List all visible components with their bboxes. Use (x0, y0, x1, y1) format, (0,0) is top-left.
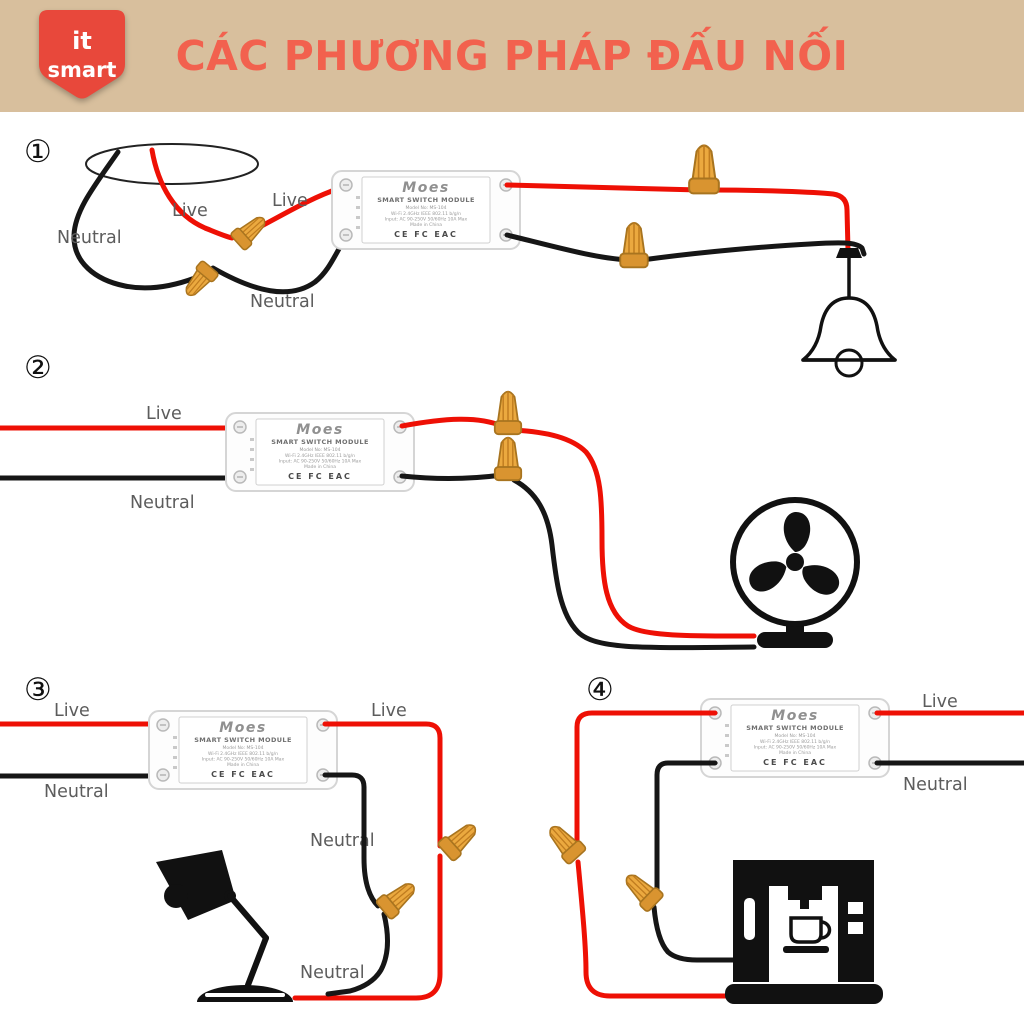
label-live: Live (146, 404, 182, 424)
neutral-wire-module-to-nut (504, 232, 631, 263)
neutral-wire-to-lamp (325, 911, 390, 997)
wire-nut (436, 816, 484, 863)
diagram-1-number: ① (24, 134, 52, 170)
smart-switch-module (225, 412, 415, 492)
live-wire-ceiling (149, 147, 235, 241)
diagram-4-number: ④ (586, 672, 614, 708)
header-banner: it smart CÁC PHƯƠNG PHÁP ĐẤU NỐI (0, 0, 1024, 112)
fan-icon (730, 497, 860, 648)
pendant-lamp-icon (801, 248, 897, 378)
neutral-wire-ceiling (71, 149, 198, 291)
diagram-4: ④ Live Neutral (541, 672, 1024, 1004)
label-live-in: Live (172, 201, 208, 221)
label-neutral: Neutral (903, 775, 968, 795)
live-wire-module-down (574, 710, 718, 853)
label-live: Live (922, 692, 958, 712)
live-wire-module-down (322, 721, 443, 849)
itsmart-logo: it smart (39, 10, 125, 99)
label-live-out: Live (371, 701, 407, 721)
wire-nut (229, 209, 273, 252)
label-live-out: Live (272, 191, 308, 211)
wire-nut (541, 818, 588, 866)
neutral-wire-to-module (210, 234, 349, 295)
smart-switch-module (331, 170, 521, 250)
logo-text-it: it (72, 27, 92, 55)
diagram-2-number: ② (24, 350, 52, 386)
label-neutral-out: Neutral (250, 292, 315, 312)
label-live-in: Live (54, 701, 90, 721)
label-neutral-in: Neutral (57, 228, 122, 248)
diagram-2: ② Live Neutral (0, 350, 860, 651)
neutral-wire-nut-to-fan (511, 477, 757, 651)
live-wire-to-lamp (292, 853, 443, 1001)
live-wire-nut-to-lamp (707, 187, 851, 253)
wire-nut (619, 221, 649, 269)
wire-nut (688, 143, 720, 195)
neutral-wire-module-to-nut (399, 472, 505, 482)
wire-nut (493, 436, 523, 482)
live-wire-nut-to-fan (511, 427, 757, 639)
neutral-wire-to-appliance (651, 904, 736, 963)
smart-switch-module (700, 698, 890, 778)
wire-nut (493, 390, 523, 436)
logo-text-smart: smart (48, 58, 117, 82)
neutral-wire-module-down (654, 760, 718, 900)
live-wire-module-to-nut (399, 416, 505, 429)
desk-lamp-icon (156, 850, 293, 1002)
live-wire-module-to-nut (504, 182, 703, 193)
diagram-1: ① Live Live Neutral Neutral (24, 134, 897, 378)
smart-switch-module (148, 710, 338, 790)
label-neutral: Neutral (130, 493, 195, 513)
page-title: CÁC PHƯƠNG PHÁP ĐẤU NỐI (175, 32, 849, 80)
diagram-3-number: ③ (24, 672, 52, 708)
label-neutral-out: Neutral (300, 963, 365, 983)
ceiling-hole (85, 143, 259, 185)
neutral-wire-nut-to-lamp (639, 240, 867, 263)
logo-shield-shape (39, 10, 125, 99)
neutral-wire-module-down (322, 772, 381, 909)
diagram-3: ③ Live Neutral Live Neutral Neutral (0, 672, 484, 1002)
label-neutral-in: Neutral (44, 782, 109, 802)
label-neutral-mid: Neutral (310, 831, 375, 851)
live-wire-to-appliance (575, 859, 729, 999)
coffee-machine-icon (725, 860, 883, 1004)
